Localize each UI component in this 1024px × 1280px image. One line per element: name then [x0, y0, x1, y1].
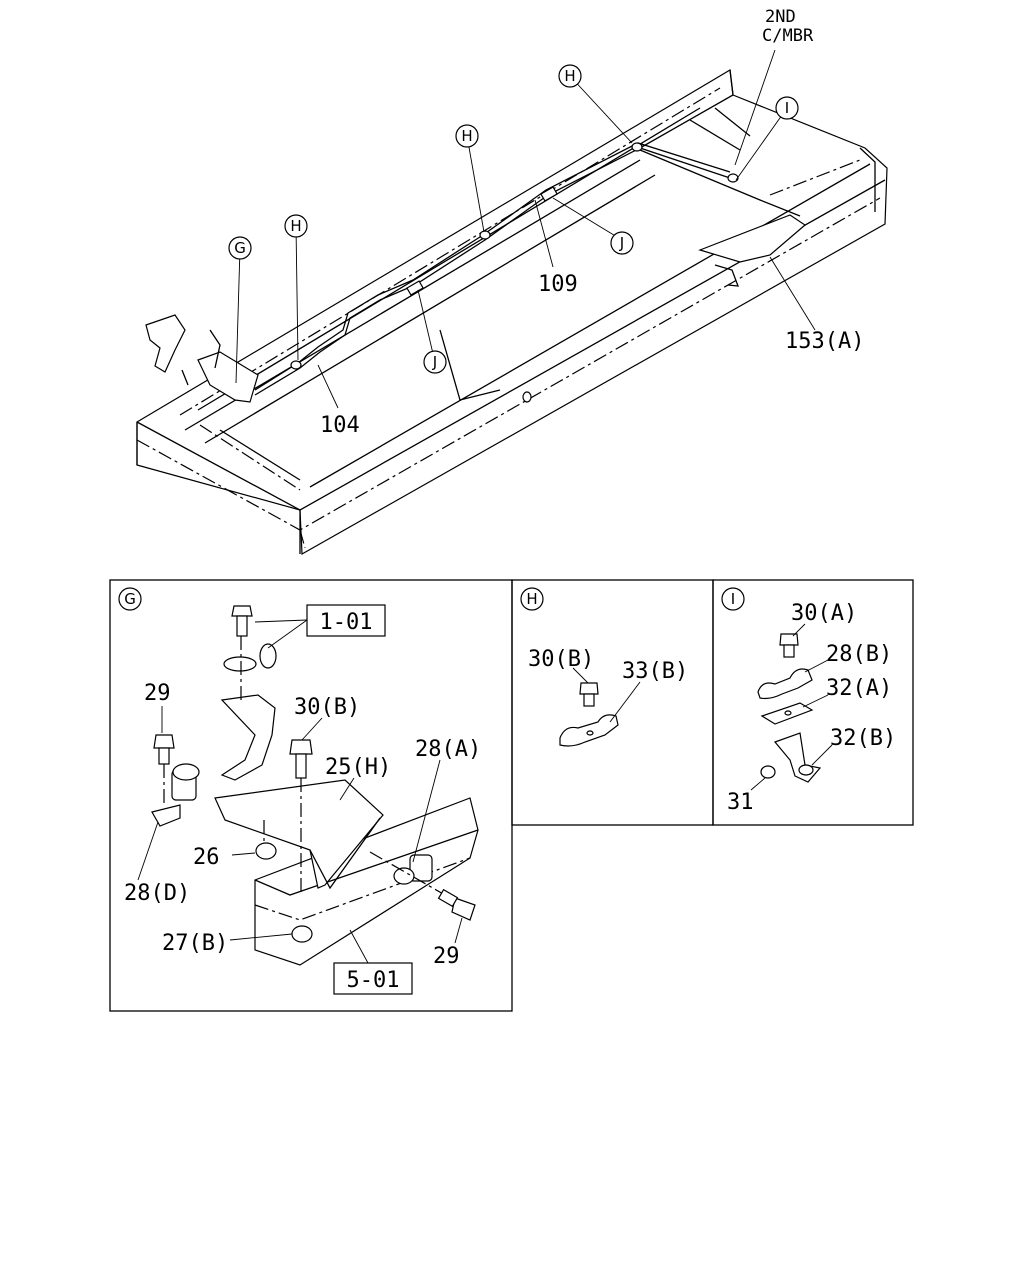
detail-g-part-25h: 25(H): [325, 755, 391, 780]
label-part-104: 104: [320, 413, 360, 438]
detail-i-part-31: 31: [727, 790, 754, 815]
svg-text:J: J: [619, 234, 624, 252]
callout-h-2: H: [455, 124, 479, 148]
svg-text:I: I: [785, 99, 789, 117]
detail-g-part-28a: 28(A): [415, 737, 481, 762]
detail-i-part-32a: 32(A): [826, 676, 892, 701]
detail-g-part-28d: 28(D): [124, 881, 190, 906]
detail-i-panel: I 30(A) 28(B) 32(A) 32(B) 31: [712, 579, 914, 826]
callout-j-1: J: [610, 231, 634, 255]
detail-g-ref-bottom: 5-01: [347, 968, 400, 993]
svg-text:H: H: [290, 217, 301, 235]
detail-i-part-28b: 28(B): [826, 642, 892, 667]
detail-h-marker: H: [520, 587, 544, 611]
detail-h-part-33b: 33(B): [622, 659, 688, 684]
callout-g: G: [228, 236, 252, 260]
detail-g-leaders: [137, 619, 463, 964]
detail-h-panel: H 30(B) 33(B): [511, 579, 714, 826]
svg-text:I: I: [731, 590, 735, 608]
svg-text:H: H: [526, 590, 537, 608]
pipe-lines: [254, 142, 739, 403]
svg-text:G: G: [234, 239, 246, 257]
svg-text:G: G: [124, 590, 136, 608]
detail-i-marker: I: [721, 587, 745, 611]
detail-g-part-26: 26: [193, 845, 220, 870]
main-chassis-view: 2ND C/MBR 109 104 153(A) H I H H G J: [136, 7, 888, 556]
detail-g-part-29-left: 29: [144, 681, 171, 706]
detail-g-panel: G: [109, 579, 513, 1012]
detail-g-part-29-right: 29: [433, 944, 460, 969]
svg-text:J: J: [432, 353, 437, 371]
detail-g-part-27b: 27(B): [162, 931, 228, 956]
callout-i: I: [775, 96, 799, 120]
label-cross-member: C/MBR: [762, 26, 814, 46]
callout-h-3: H: [284, 214, 308, 238]
detail-g-part-30b: 30(B): [294, 695, 360, 720]
svg-text:H: H: [564, 67, 575, 85]
callout-h-1: H: [558, 64, 582, 88]
label-2nd: 2ND: [765, 7, 796, 27]
bracket-g-main: [145, 314, 259, 403]
frame-rails: [136, 69, 886, 554]
detail-i-part-32b: 32(B): [830, 726, 896, 751]
label-part-153a: 153(A): [785, 329, 864, 354]
detail-g-ref-top: 1-01: [320, 610, 373, 635]
detail-i-part-30a: 30(A): [791, 601, 857, 626]
callout-j-2: J: [423, 350, 447, 374]
main-leaders: [235, 49, 816, 409]
guard-plate-153a: [698, 214, 806, 263]
frame-outline: [136, 69, 888, 556]
detail-g-marker: G: [118, 587, 142, 611]
detail-h-part-30b: 30(B): [528, 647, 594, 672]
label-part-109: 109: [538, 272, 578, 297]
frame-centerlines: [136, 87, 881, 549]
svg-text:H: H: [461, 127, 472, 145]
